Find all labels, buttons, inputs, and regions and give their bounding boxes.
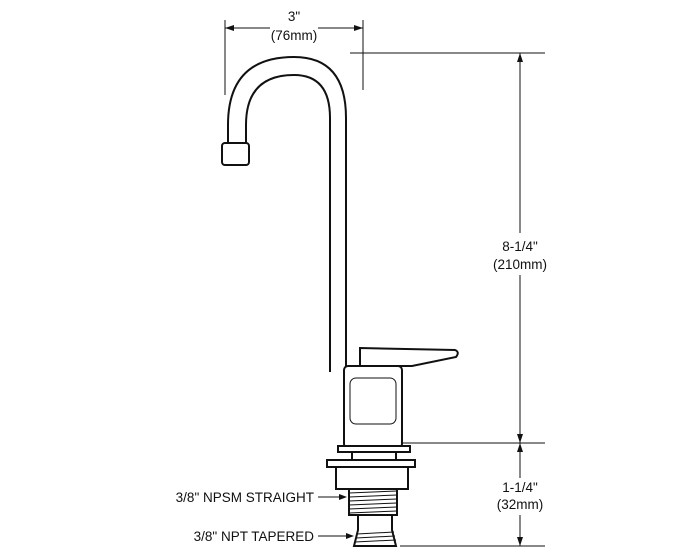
threaded-shank <box>348 488 398 516</box>
aerator-tip <box>221 142 250 166</box>
shank-length-imperial: 1-1/4" <box>502 480 538 495</box>
spout-reach-metric: (76mm) <box>271 28 318 43</box>
tapered-threads <box>354 531 397 543</box>
lever-handle <box>359 346 459 367</box>
valve-body-inset <box>349 377 397 425</box>
spout-reach-imperial: 3" <box>288 9 301 24</box>
overall-height-imperial: 8-1/4" <box>502 239 538 254</box>
overall-height-dimension: 8-1/4" (210mm) <box>350 52 547 444</box>
upper-thread-callout: 3/8" NPSM STRAIGHT <box>176 490 347 505</box>
lower-thread-label: 3/8" NPT TAPERED <box>194 529 315 544</box>
upper-thread-label: 3/8" NPSM STRAIGHT <box>176 490 314 505</box>
shank-length-metric: (32mm) <box>497 497 544 512</box>
faucet <box>221 55 459 547</box>
tapered-fitting <box>352 514 398 547</box>
lock-washer <box>326 459 416 468</box>
lock-nut <box>335 466 409 490</box>
spout-reach-dimension: 3" (76mm) <box>224 9 364 95</box>
shank-threads <box>348 490 398 514</box>
lower-thread-callout: 3/8" NPT TAPERED <box>194 529 354 544</box>
gooseneck-spout <box>227 55 347 372</box>
shank-length-dimension: 1-1/4" (32mm) <box>400 443 545 547</box>
overall-height-metric: (210mm) <box>493 257 547 272</box>
